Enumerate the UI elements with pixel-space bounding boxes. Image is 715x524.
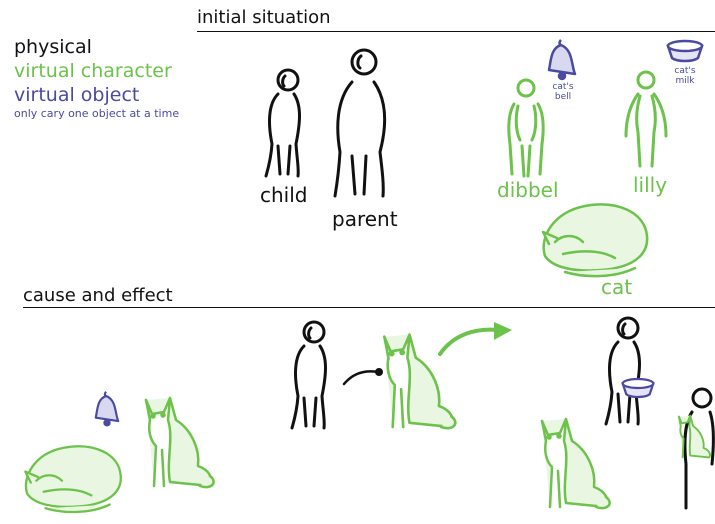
person-figure-middle — [290, 320, 327, 430]
label-parent: parent — [332, 207, 398, 231]
legend-virtual-character: virtual character — [14, 60, 172, 82]
label-cats-bell: cat's bell — [552, 82, 574, 103]
divider-initial — [197, 31, 715, 32]
label-cats-milk: cat's milk — [674, 66, 696, 87]
legend-physical: physical — [14, 36, 92, 58]
milk-bowl-icon — [666, 39, 704, 63]
label-cat: cat — [601, 275, 633, 299]
cat-sitting-icon-3 — [540, 417, 611, 510]
bell-icon — [547, 39, 577, 81]
cat-sitting-icon — [144, 396, 215, 489]
parent-figure — [333, 48, 387, 198]
cat-sleeping-icon-2 — [24, 445, 122, 514]
milk-bowl-icon-2 — [621, 377, 655, 399]
bell-icon-2 — [94, 390, 120, 427]
cat-sitting-icon-4 — [677, 414, 711, 459]
label-child: child — [260, 183, 308, 207]
lilly-figure — [624, 70, 668, 168]
cat-sleeping-icon — [541, 203, 649, 278]
legend-virtual-object: virtual object — [14, 84, 140, 106]
label-dibbel: dibbel — [497, 178, 559, 202]
legend-note: only cary one object at a time — [14, 107, 180, 120]
label-lilly: lilly — [633, 173, 668, 197]
arrow-icon-green — [438, 322, 512, 356]
arrow-icon-black — [342, 368, 383, 386]
dibbel-figure — [507, 78, 545, 178]
heading-cause-effect: cause and effect — [23, 285, 173, 306]
child-figure — [264, 68, 301, 178]
divider-cause-effect — [23, 307, 715, 308]
cat-sitting-icon-2 — [382, 333, 457, 430]
heading-initial-situation: initial situation — [197, 7, 331, 28]
